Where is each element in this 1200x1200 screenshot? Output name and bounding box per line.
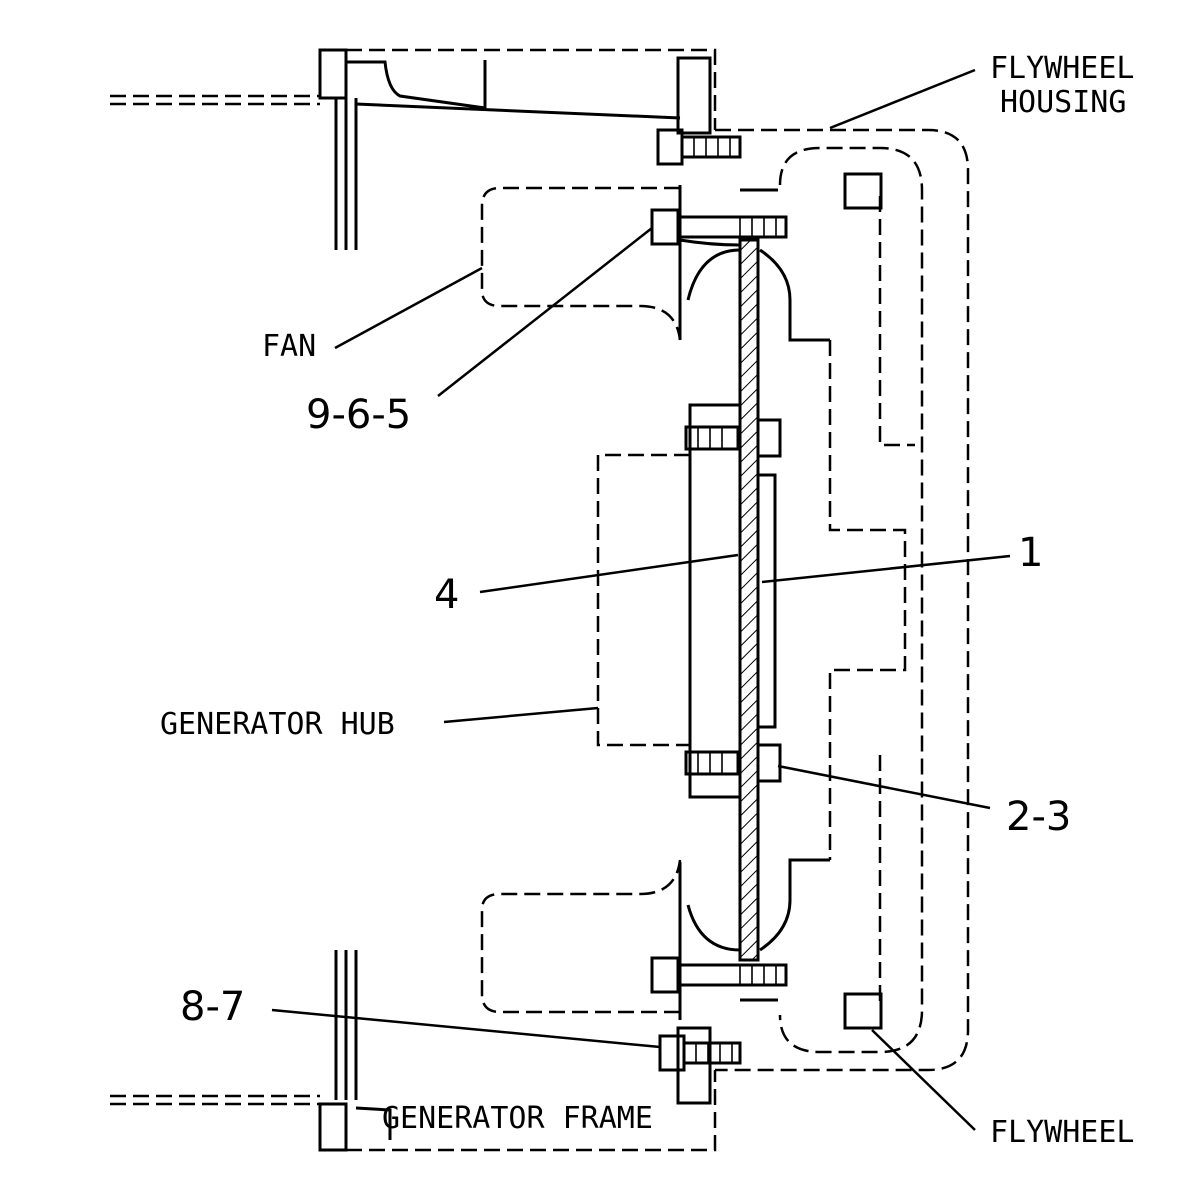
label-generator-hub: GENERATOR HUB [160, 707, 395, 742]
bolt-upper-hub [684, 418, 782, 458]
coupling-spacer-plate [756, 473, 777, 729]
label-flywheel-housing-line2: HOUSING [1000, 85, 1126, 120]
leader-fan [334, 266, 483, 350]
label-flywheel: FLYWHEEL [990, 1115, 1135, 1150]
flywheel-block-upper [843, 172, 883, 210]
generator-hub-body [596, 453, 690, 747]
flywheel-block-lower [843, 992, 883, 1030]
label-flywheel-housing-line1: FLYWHEEL [990, 51, 1135, 86]
leader-2-3 [777, 764, 991, 810]
generator-frame-upper [110, 48, 717, 250]
bolt-lower-hub [684, 743, 782, 783]
leader-8-7 [271, 1008, 661, 1049]
leader-flywheel [871, 1029, 976, 1131]
flywheel-body [740, 146, 924, 1054]
fan-upper [480, 185, 741, 341]
label-2-3: 2-3 [1006, 794, 1071, 840]
bolt-upper-fan [650, 208, 788, 246]
leader-flywheel-housing [829, 68, 976, 130]
generator-hub-flange [688, 403, 742, 799]
label-9-6-5: 9-6-5 [306, 392, 411, 438]
flywheel-housing-outline [715, 128, 970, 1072]
bolt-upper-housing [656, 128, 742, 166]
leader-4 [479, 553, 739, 594]
label-4: 4 [434, 572, 459, 618]
label-fan: FAN [262, 329, 316, 364]
leader-1 [761, 554, 1011, 584]
coupling-disc [738, 238, 760, 962]
bolt-lower-housing [658, 1034, 742, 1072]
leader-generator-hub [443, 706, 599, 724]
fan-lower [480, 859, 741, 1020]
leader-9-6-5 [437, 227, 653, 397]
label-1: 1 [1018, 530, 1043, 576]
label-8-7: 8-7 [180, 984, 245, 1030]
generator-frame-lower [110, 950, 717, 1152]
label-generator-frame: GENERATOR FRAME [382, 1101, 653, 1136]
bolt-lower-fan [650, 956, 788, 994]
